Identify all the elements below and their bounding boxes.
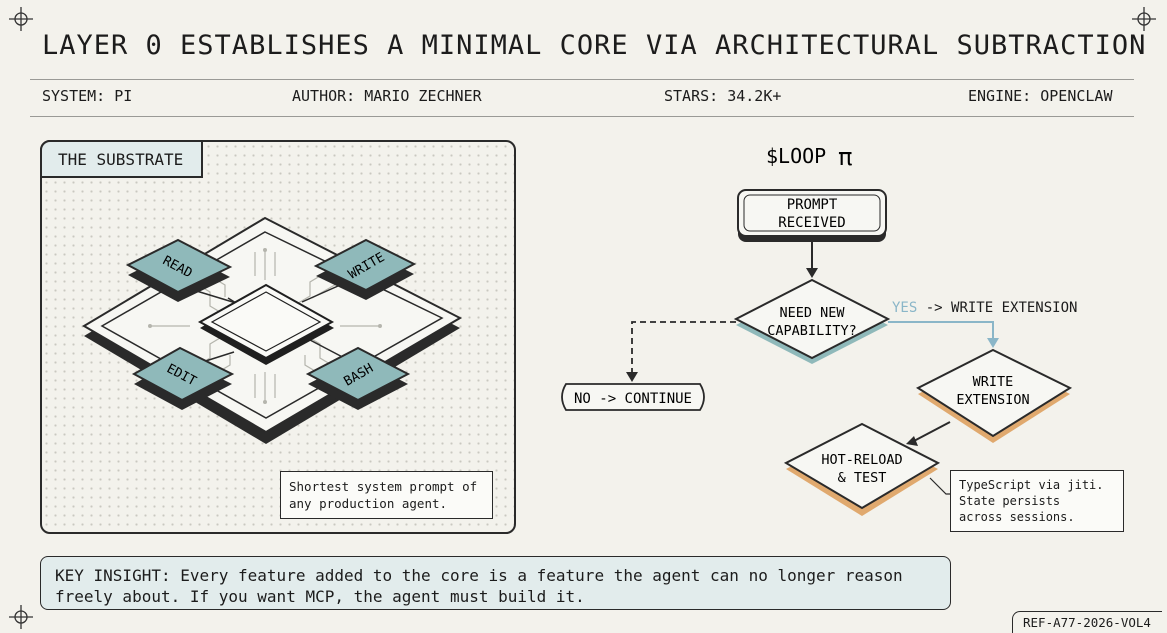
hot-reload-node: HOT-RELOAD & TEST	[783, 422, 941, 516]
substrate-note: Shortest system prompt of any production…	[280, 471, 493, 519]
loop-flowchart: $LOOP π PROMPT RECEIVED NEED NEW CAPABIL…	[561, 143, 1077, 516]
tool-block-write	[313, 238, 417, 300]
loop-note: TypeScript via jiti. State persists acro…	[950, 470, 1124, 532]
reference-code: REF-A77-2026-VOL4	[1012, 611, 1162, 633]
substrate-diagram: READ WRITE EDIT BASH	[82, 216, 463, 444]
meta-author: AUTHOR: MARIO ZECHNER	[292, 87, 482, 105]
tool-block-bash	[305, 346, 411, 410]
crosshair-icon	[1132, 7, 1156, 31]
hot-line2: & TEST	[838, 470, 887, 486]
tool-block-edit	[131, 346, 235, 410]
no-continue-node: NO -> CONTINUE	[561, 383, 705, 411]
write-line2: EXTENSION	[956, 392, 1029, 408]
no-continue-label: NO -> CONTINUE	[574, 391, 692, 407]
yes-word: YES	[892, 300, 917, 316]
crosshair-icon	[9, 605, 33, 629]
write-line1: WRITE	[973, 374, 1014, 390]
yes-label: YES -> WRITE EXTENSION	[892, 300, 1077, 316]
insight-line1: KEY INSIGHT: Every feature added to the …	[55, 566, 903, 585]
prompt-line2: RECEIVED	[778, 215, 845, 231]
divider	[30, 116, 1134, 117]
decision-line2: CAPABILITY?	[767, 323, 856, 339]
meta-engine: ENGINE: OPENCLAW	[968, 87, 1113, 105]
write-extension-node: WRITE EXTENSION	[915, 348, 1073, 443]
loop-title: $LOOP	[766, 144, 826, 168]
crosshair-icon	[9, 7, 33, 31]
meta-stars: STARS: 34.2K+	[664, 87, 782, 105]
meta-system: SYSTEM: PI	[42, 87, 133, 105]
key-insight-box: KEY INSIGHT: Every feature added to the …	[40, 556, 951, 610]
prompt-received-node: PROMPT RECEIVED	[737, 189, 887, 242]
tool-block-read	[125, 238, 233, 302]
prompt-line1: PROMPT	[787, 197, 838, 213]
page-title: LAYER 0 ESTABLISHES A MINIMAL CORE VIA A…	[42, 30, 1147, 61]
hot-line1: HOT-RELOAD	[821, 452, 902, 468]
substrate-tab: THE SUBSTRATE	[40, 140, 204, 178]
capability-decision-node: NEED NEW CAPABILITY?	[733, 278, 891, 364]
decision-line1: NEED NEW	[779, 305, 845, 321]
divider	[30, 79, 1134, 80]
insight-line2: freely about. If you want MCP, the agent…	[55, 587, 585, 606]
yes-rest: -> WRITE EXTENSION	[917, 300, 1077, 316]
pi-symbol: π	[838, 143, 852, 171]
